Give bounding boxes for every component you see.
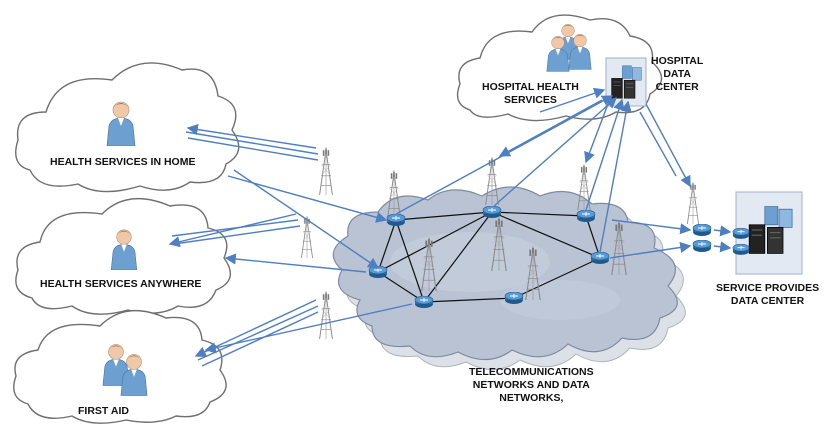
label-hospital-services-line1: HOSPITAL HEALTH xyxy=(482,81,579,93)
network-cloud xyxy=(332,186,686,370)
label-first-aid: FIRST AID xyxy=(78,405,129,417)
label-service-dc-line1: SERVICE PROVIDES xyxy=(716,282,820,294)
label-health-anywhere: HEALTH SERVICES ANYWHERE xyxy=(40,278,202,290)
label-network-line1: TELECOMMUNICATIONS xyxy=(469,366,594,378)
label-network-line2: NETWORKS AND DATA xyxy=(472,379,590,392)
hospital-data-center xyxy=(605,57,647,107)
label-network: TELECOMMUNICATIONS NETWORKS AND DATA NET… xyxy=(469,366,594,405)
label-service-data-center: SERVICE PROVIDES DATA CENTER xyxy=(716,282,819,308)
label-hospital-data-center: HOSPITAL DATA CENTER xyxy=(651,55,703,94)
label-hospital-dc-line1: HOSPITAL xyxy=(651,55,704,67)
label-hospital-dc-line2: DATA xyxy=(663,68,691,81)
label-network-line3: NETWORKS, xyxy=(499,392,564,405)
label-hospital-services: HOSPITAL HEALTH SERVICES xyxy=(482,81,579,107)
label-hospital-services-line2: SERVICES xyxy=(503,94,557,107)
label-service-dc-line2: DATA CENTER xyxy=(730,295,805,308)
connection-arrows xyxy=(168,87,732,367)
network-links xyxy=(377,211,601,303)
label-health-home: HEALTH SERVICES IN HOME xyxy=(50,156,196,168)
label-hospital-dc-line3: CENTER xyxy=(655,81,699,94)
